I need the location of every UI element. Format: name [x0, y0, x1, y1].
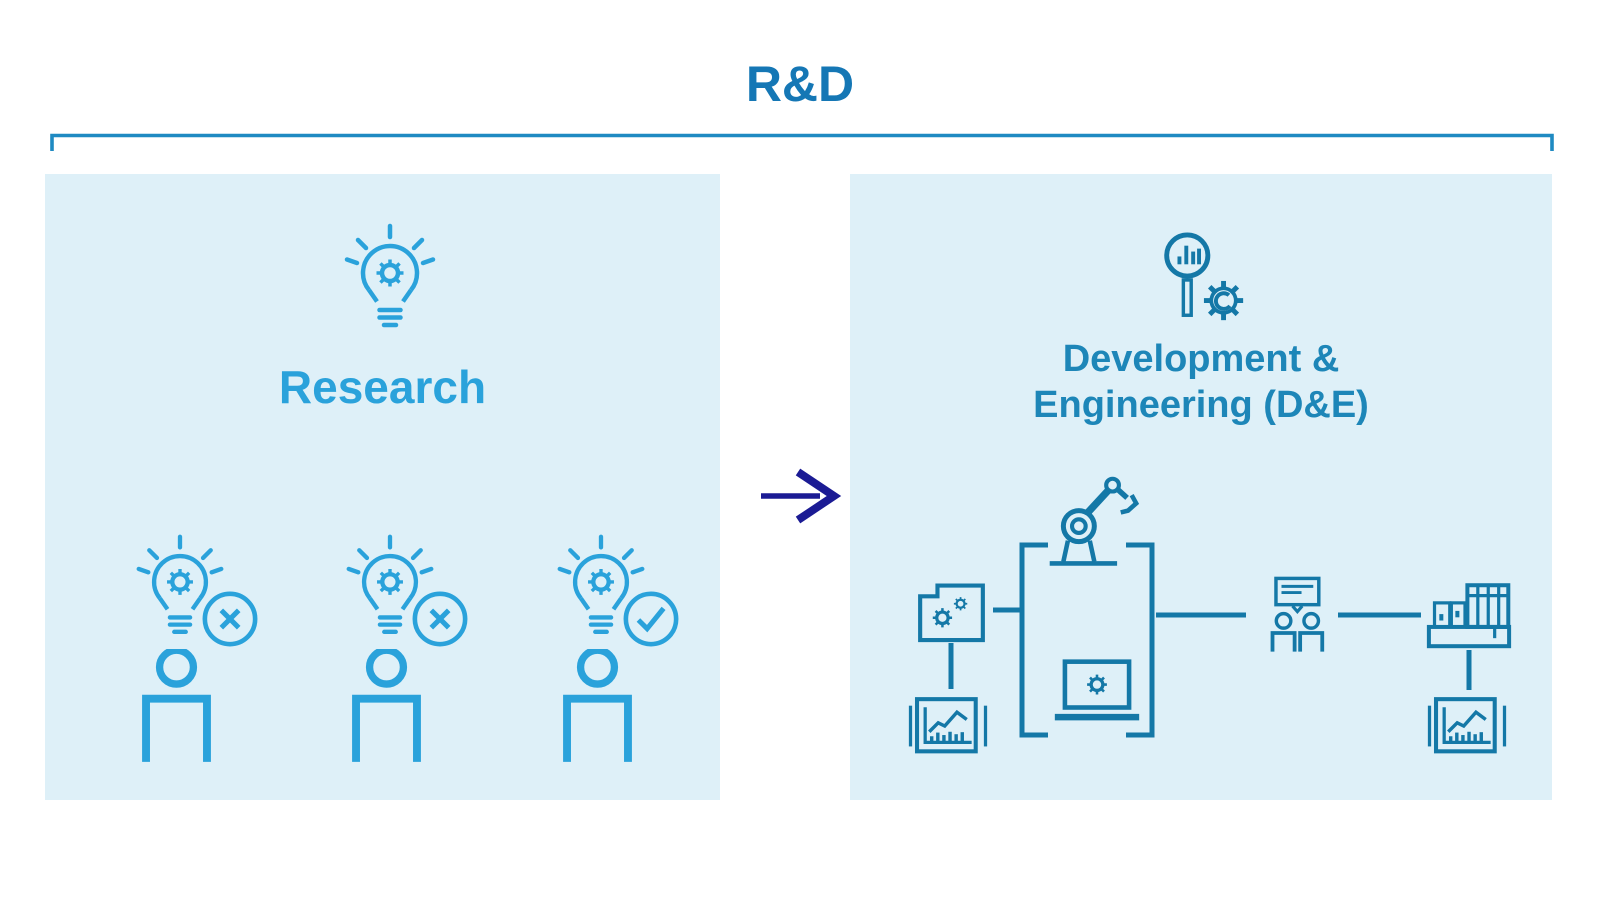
researcher-rejected-idea-2: [340, 532, 470, 767]
idea-lightbulb-gear-icon: [349, 537, 432, 632]
researcher-accepted-idea: [551, 532, 681, 767]
research-panel-title: Research: [278, 361, 487, 413]
process-flow-diagram: [850, 460, 1552, 795]
page-title: R&D: [745, 56, 855, 112]
x-circle-icon: [415, 594, 465, 644]
presentation-chart-icon: [911, 699, 986, 751]
research-panel: Research: [45, 174, 720, 800]
right-arrow-icon: [761, 468, 842, 524]
analysis-magnifier-gear-icon: [1152, 230, 1250, 328]
idea-lightbulb-gear-icon: [139, 537, 222, 632]
de-title-line2: Engineering (D&E): [1033, 384, 1369, 426]
idea-lightbulb-gear-icon: [340, 221, 440, 346]
x-circle-icon: [205, 594, 255, 644]
discussion-people-icon: [1270, 576, 1325, 654]
folder-gears-icon: [920, 586, 983, 640]
check-circle-icon: [626, 594, 676, 644]
flow-connector-lines: [948, 607, 1472, 690]
idea-lightbulb-gear-icon: [560, 537, 643, 632]
group-bracket-right: [1126, 542, 1155, 738]
de-panel-title: Development & Engineering (D&E): [850, 336, 1552, 428]
group-bracket-left: [1019, 542, 1048, 738]
presentation-chart-icon: [1430, 699, 1505, 751]
de-title-line1: Development &: [1062, 338, 1340, 380]
robot-arm-icon: [1050, 479, 1137, 564]
researcher-person-icon: [567, 650, 628, 762]
researcher-person-icon: [356, 650, 417, 762]
industrial-machine-icon: [1429, 585, 1509, 646]
researcher-person-icon: [146, 650, 207, 762]
span-bracket-icon: [50, 133, 1554, 151]
laptop-gear-icon: [1055, 662, 1139, 717]
development-engineering-panel: Development & Engineering (D&E): [850, 174, 1552, 800]
researcher-rejected-idea-1: [130, 532, 260, 767]
